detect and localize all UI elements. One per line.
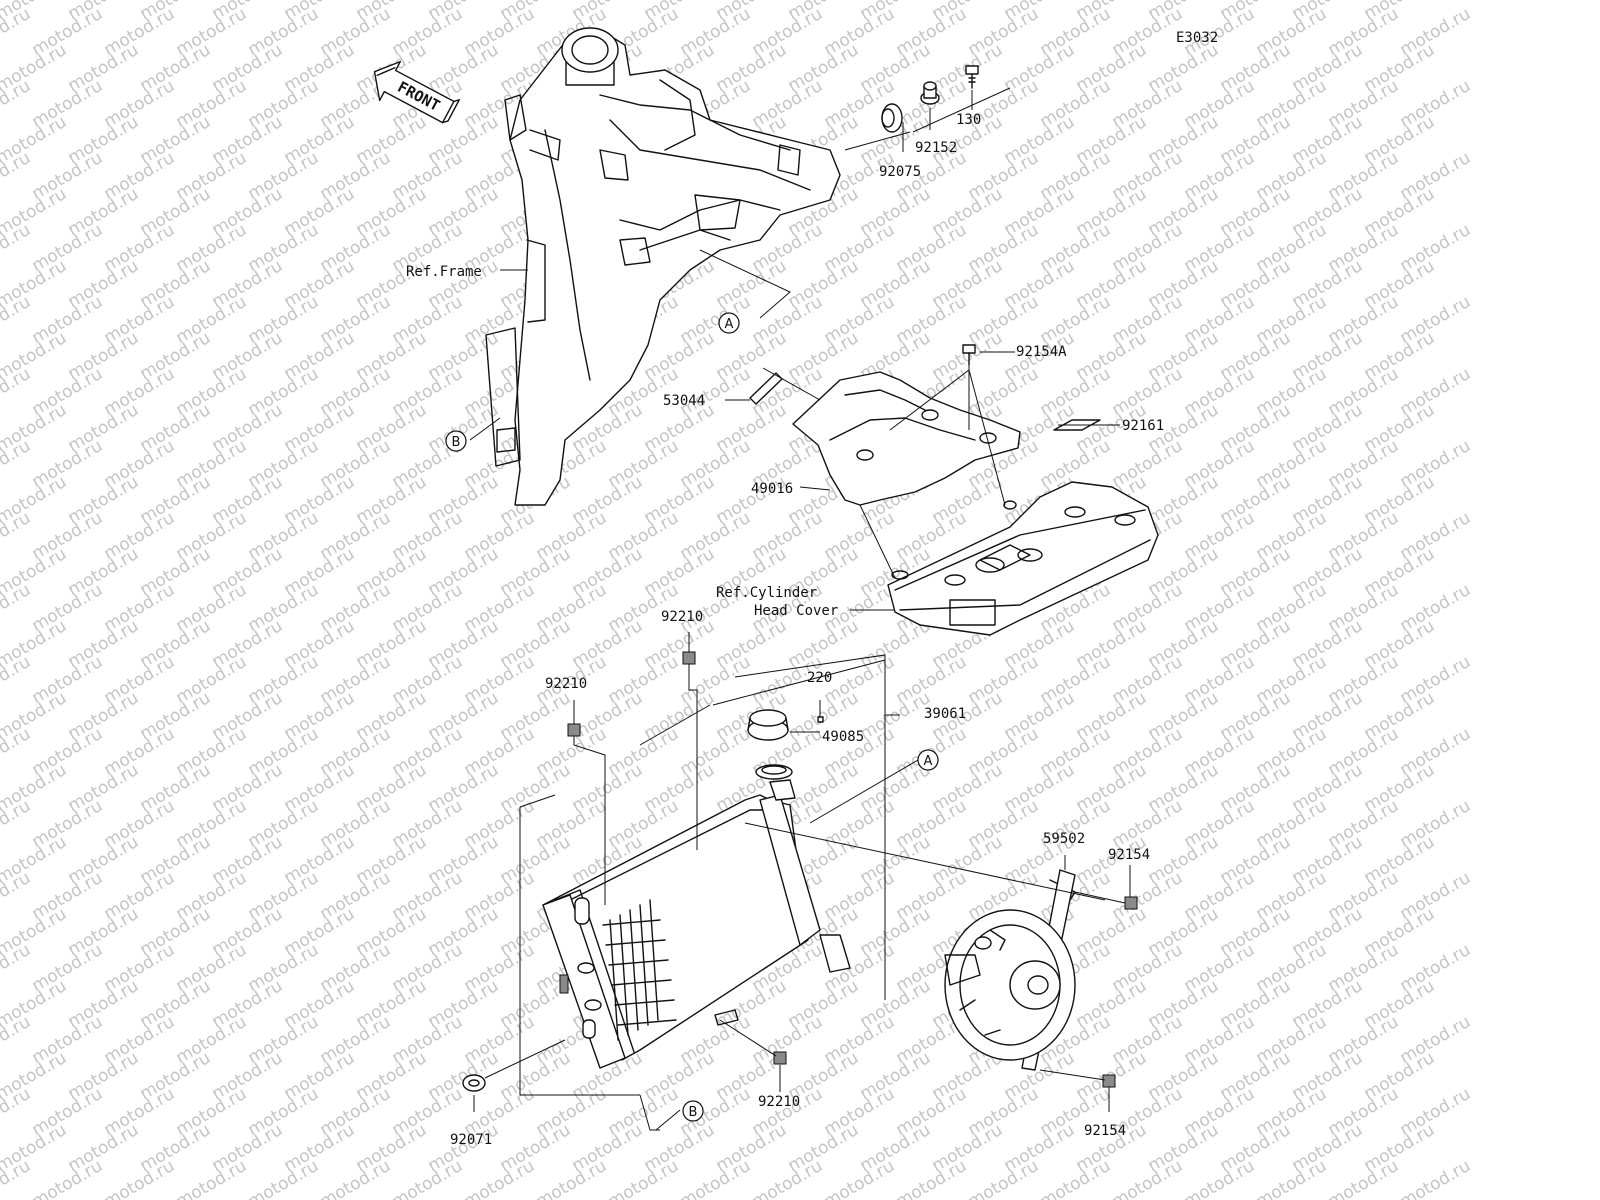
label-92154-lower: 92154 <box>1084 1123 1126 1139</box>
label-92152: 92152 <box>915 140 957 156</box>
label-92071: 92071 <box>450 1132 492 1148</box>
label-53044: 53044 <box>663 393 705 409</box>
callout-b-lower: B <box>682 1100 704 1122</box>
label-92210-upper: 92210 <box>661 609 703 625</box>
label-130: 130 <box>956 112 981 128</box>
ref-frame-label: Ref.Frame <box>406 264 482 280</box>
grommet-92071 <box>462 1074 486 1092</box>
radiator-cap-49085 <box>747 709 793 780</box>
diagram-code: E3032 <box>1176 30 1218 46</box>
callout-a-upper: A <box>718 312 740 334</box>
grommet-92075 <box>881 103 903 133</box>
callout-b-upper: B <box>445 430 467 452</box>
label-92210-lower: 92210 <box>758 1094 800 1110</box>
watermark-text: motod.ru <box>1397 1156 1475 1200</box>
cylinder-head-cover <box>887 481 1159 636</box>
label-49016: 49016 <box>751 481 793 497</box>
label-92161: 92161 <box>1122 418 1164 434</box>
label-49085: 49085 <box>822 729 864 745</box>
fan-59502 <box>944 869 1076 1071</box>
label-59502: 59502 <box>1043 831 1085 847</box>
label-92154-upper: 92154 <box>1108 847 1150 863</box>
ref-cylinder-label-line1: Ref.Cylinder <box>716 585 817 601</box>
frame-part <box>485 27 841 506</box>
front-arrow-icon: FRONT <box>373 60 461 124</box>
bolt-92154-lower <box>1102 1074 1116 1088</box>
heat-shield-49016 <box>792 371 1021 506</box>
label-220: 220 <box>807 670 832 686</box>
label-39061: 39061 <box>924 706 966 722</box>
svg-text:B: B <box>689 1105 698 1120</box>
radiator-39061 <box>542 779 851 1069</box>
label-92075: 92075 <box>879 164 921 180</box>
callout-a-lower: A <box>917 749 939 771</box>
label-92210-left: 92210 <box>545 676 587 692</box>
svg-text:B: B <box>452 435 461 450</box>
ref-cylinder-label-line2: Head Cover <box>754 603 838 619</box>
svg-text:A: A <box>924 754 933 769</box>
leader-lines <box>469 87 1131 1131</box>
clip-92210-lower <box>773 1051 787 1065</box>
part-220 <box>817 716 824 723</box>
svg-text:A: A <box>725 317 734 332</box>
clip-92210-left <box>567 723 581 737</box>
collar-92152 <box>920 81 940 105</box>
label-92154A: 92154A <box>1016 344 1067 360</box>
clip-92210-upper <box>682 651 696 665</box>
bolt-130 <box>965 65 979 89</box>
bolt-92154A <box>962 344 976 366</box>
bolt-92154-upper <box>1124 896 1138 910</box>
